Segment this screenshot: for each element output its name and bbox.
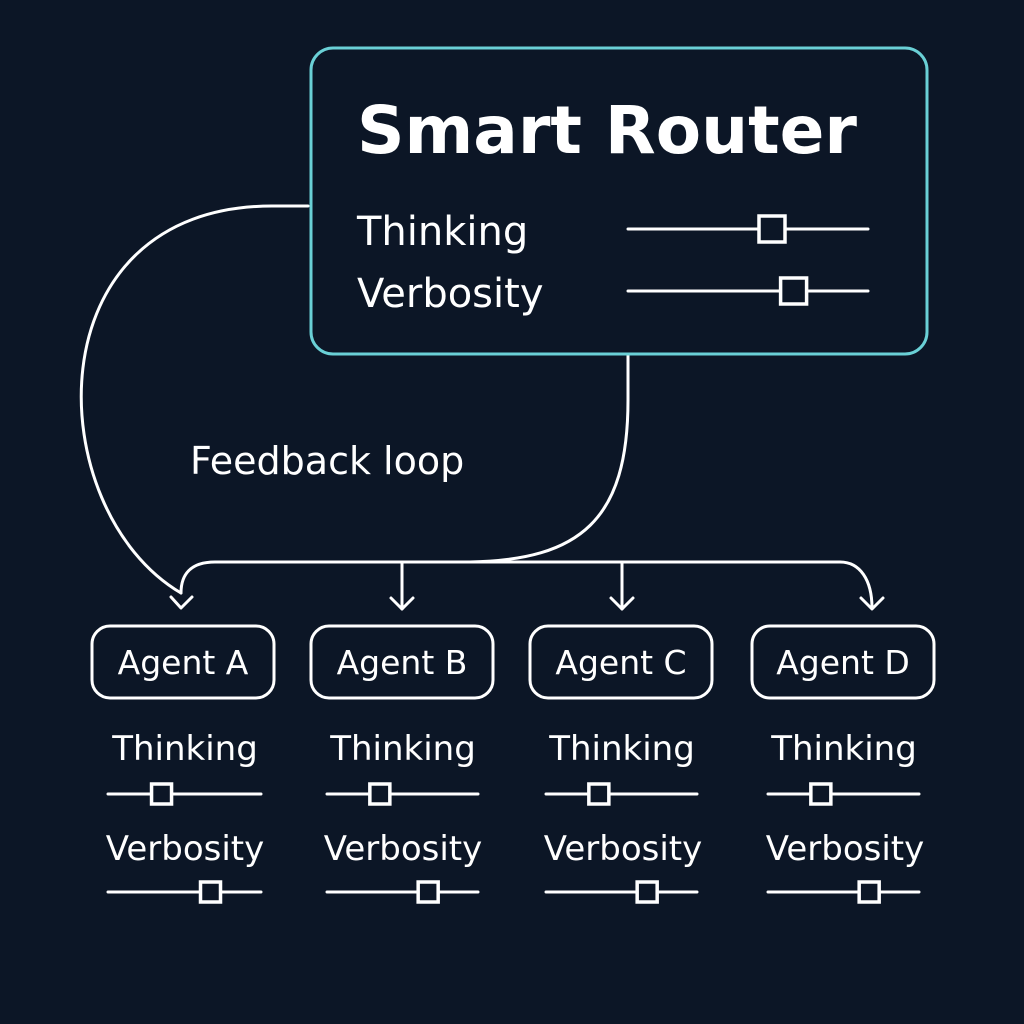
agent-c-thinking-slider-handle[interactable] [587,782,611,806]
agent-b-thinking-slider-handle[interactable] [368,782,392,806]
agent-a-box[interactable] [90,624,276,700]
agent-a-thinking-label: Thinking [111,729,258,769]
agent-d-thinking-slider[interactable] [766,782,921,806]
connectors [79,204,885,611]
agent-b-verbosity-slider[interactable] [325,880,480,904]
smart-router-box [309,46,929,356]
agent-d-thinking-label: Thinking [770,729,917,769]
agent-d-label: Agent D [776,643,910,682]
agent-d-verbosity-slider[interactable] [766,880,921,904]
arrow-head-agent-b [389,596,415,611]
arrow-head-agent-d [859,596,885,611]
agent-d-verbosity-label: Verbosity [766,829,925,869]
router-thinking-label: Thinking [356,209,528,255]
agent-a-verbosity-label: Verbosity [106,829,265,869]
agent-a: Agent A Thinking Verbosity [90,624,276,904]
feedback-loop-label: Feedback loop [190,439,464,483]
agent-c-label: Agent C [555,643,686,682]
agent-c: Agent C Thinking Verbosity [528,624,714,904]
agent-b-box[interactable] [309,624,495,700]
smart-router-title: Smart Router [357,92,857,169]
agent-a-thinking-slider[interactable] [106,782,263,806]
agent-c-verbosity-label: Verbosity [544,829,703,869]
router-verbosity-slider-handle[interactable] [778,276,809,306]
agent-a-label: Agent A [118,643,249,682]
agent-b-verbosity-slider-handle[interactable] [416,880,440,904]
smart-router-panel: Smart Router Thinking Verbosity [309,46,929,356]
agent-b-thinking-slider[interactable] [325,782,480,806]
agent-d-box[interactable] [750,624,936,700]
router-verbosity-slider[interactable] [626,276,870,306]
distribution-bus [179,560,874,610]
agent-b-thinking-label: Thinking [329,729,476,769]
router-thinking-slider-handle[interactable] [757,214,787,244]
agent-a-verbosity-slider-handle[interactable] [198,880,223,904]
arrow-head-agent-c [609,596,635,611]
agent-b-verbosity-label: Verbosity [324,829,483,869]
agent-c-thinking-slider[interactable] [544,782,699,806]
agent-c-box[interactable] [528,624,714,700]
arrow-head-agent-a [169,595,194,610]
agent-d-thinking-slider-handle[interactable] [809,782,833,806]
router-thinking-slider[interactable] [626,214,870,244]
router-verbosity-label: Verbosity [357,271,543,317]
agent-b: Agent B Thinking Verbosity [309,624,495,904]
agent-d: Agent D Thinking Verbosity [750,624,936,904]
agent-c-verbosity-slider[interactable] [544,880,699,904]
feedback-loop-arc [79,204,310,595]
agent-a-verbosity-slider[interactable] [106,880,263,904]
agent-a-thinking-slider-handle[interactable] [149,782,174,806]
feedback-return-line [468,354,630,564]
agent-b-label: Agent B [337,643,468,682]
agent-c-verbosity-slider-handle[interactable] [635,880,659,904]
agent-c-thinking-label: Thinking [548,729,695,769]
agent-d-verbosity-slider-handle[interactable] [857,880,881,904]
